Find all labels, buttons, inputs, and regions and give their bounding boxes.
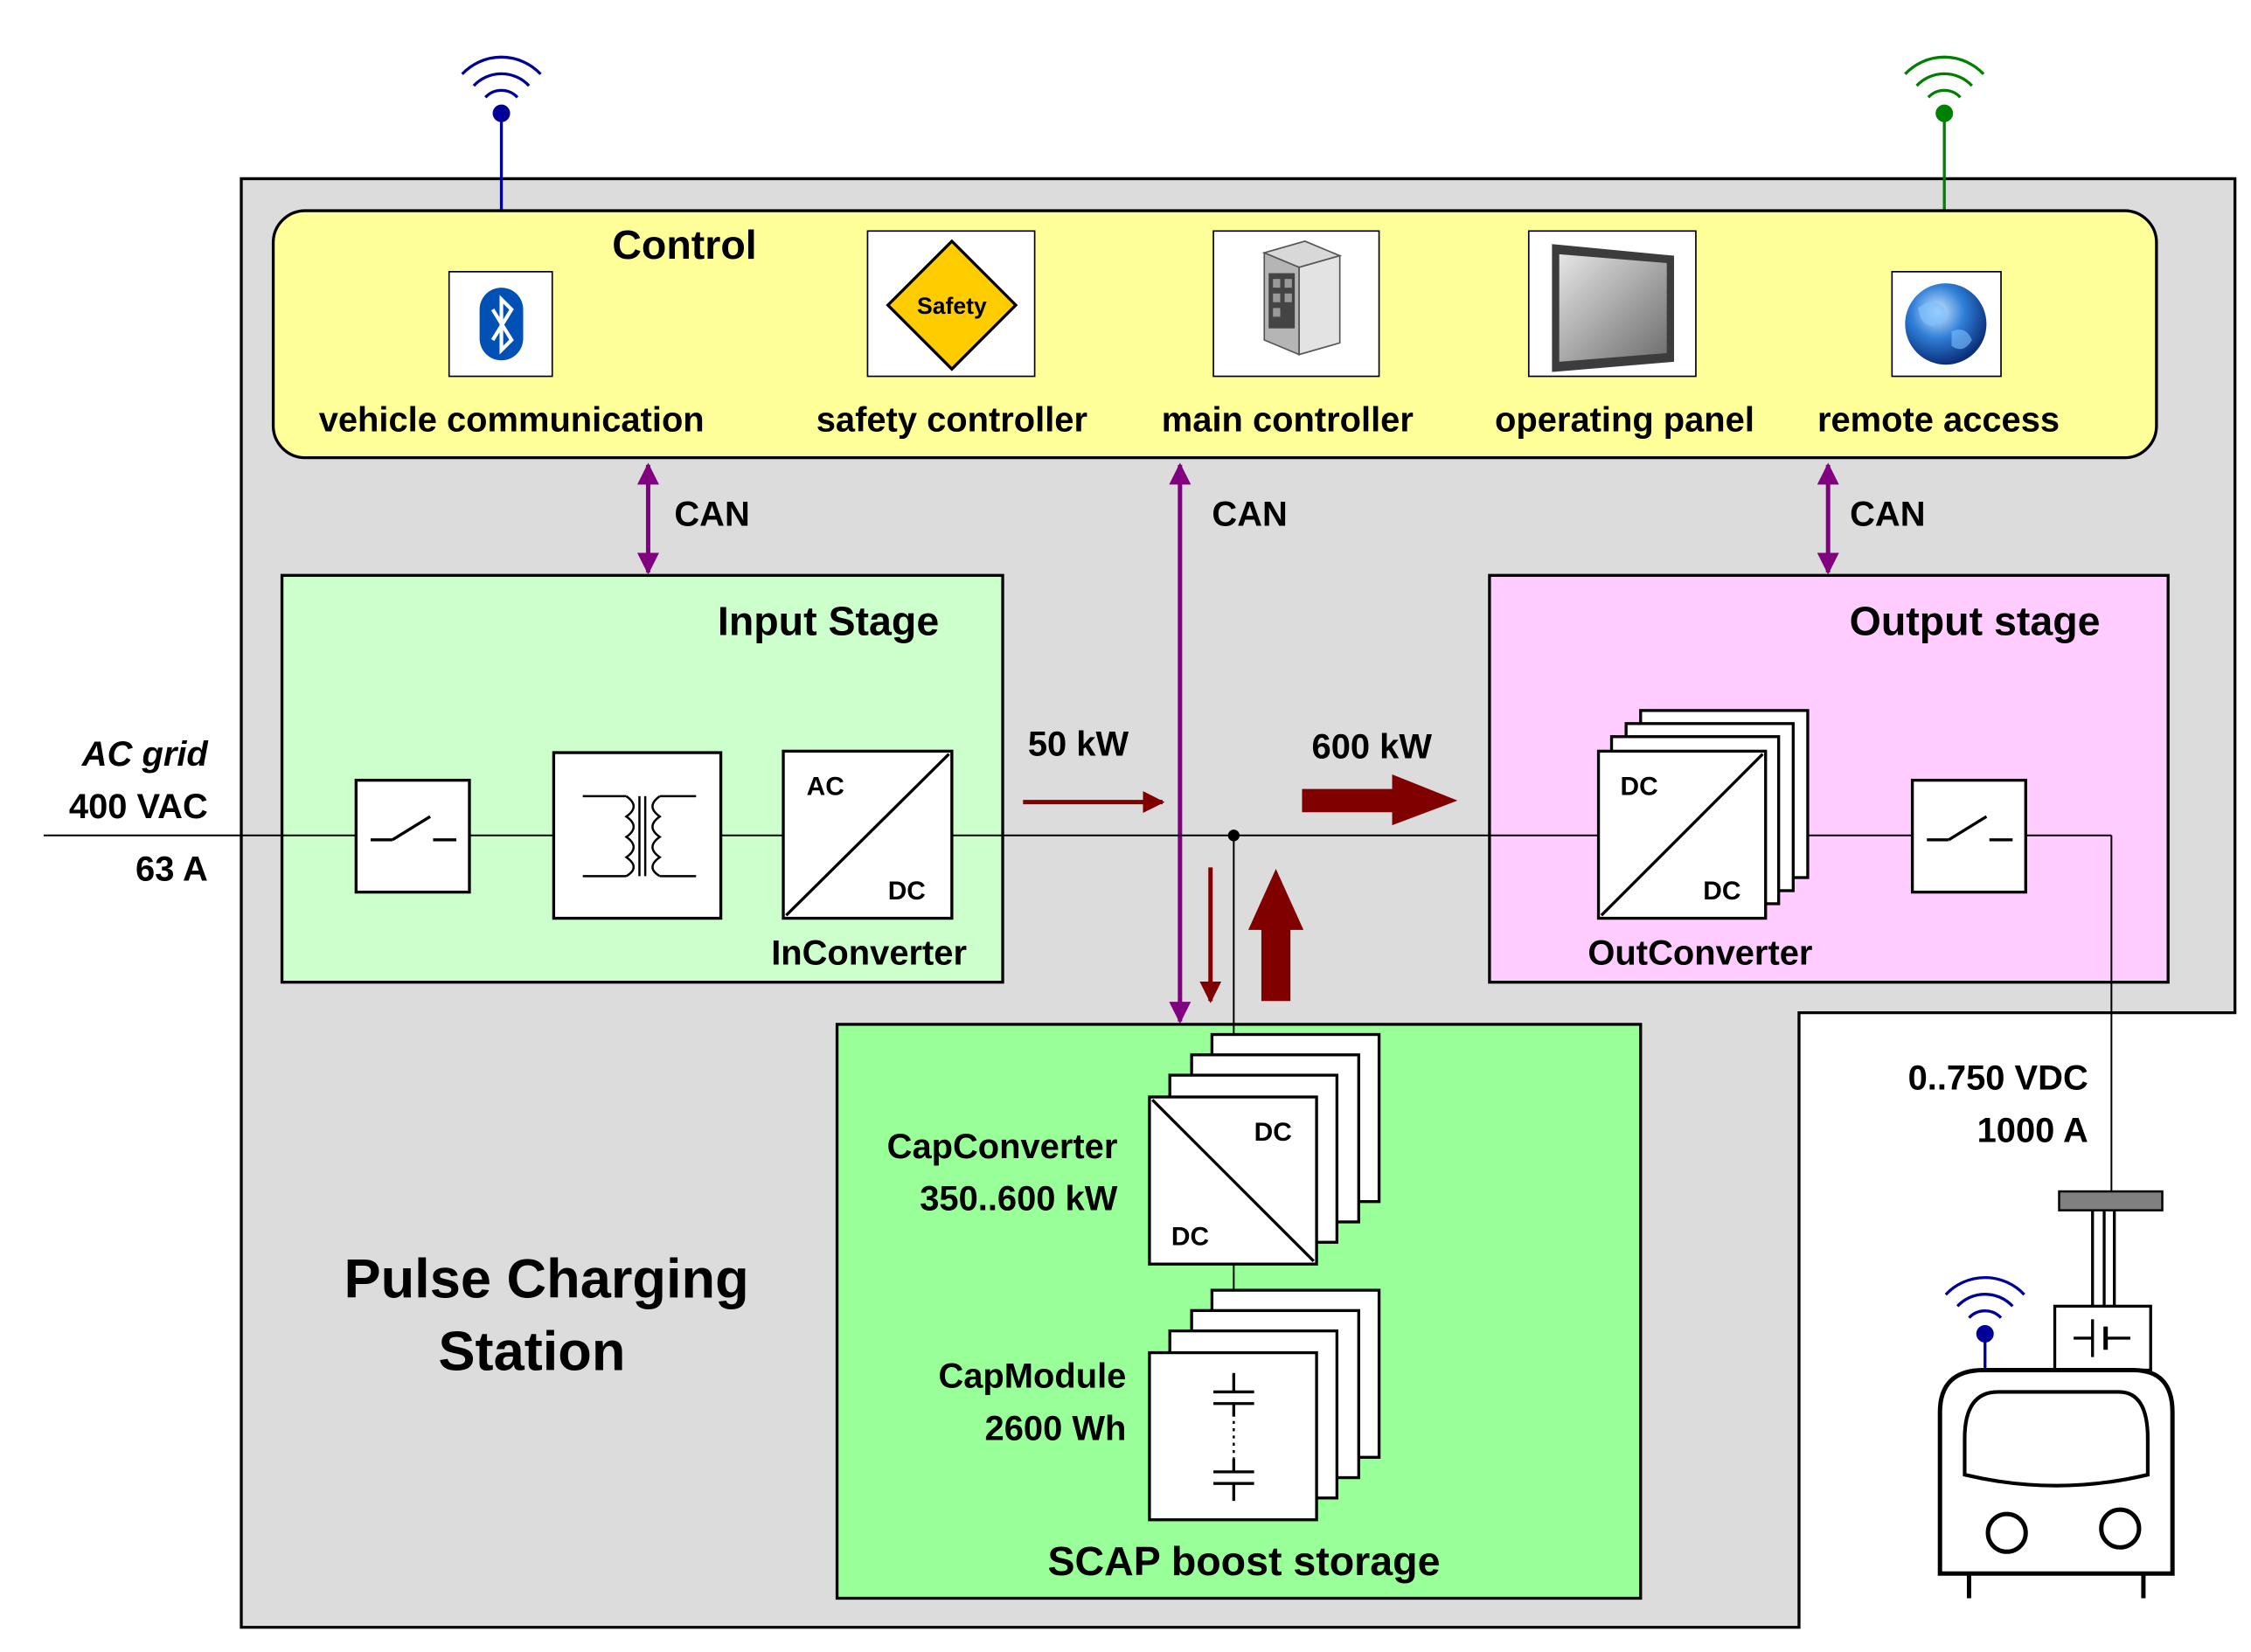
control-title: Control	[612, 222, 756, 267]
output-stage-title: Output stage	[1850, 598, 2101, 643]
station-title-line2: Station	[438, 1322, 625, 1383]
control-item-operating-panel: operating panel	[1495, 401, 1754, 440]
station-area	[240, 177, 2237, 1629]
cap-converter-dc-top-label: DC	[1254, 1118, 1292, 1147]
output-power-label: 600 kW	[1312, 728, 1433, 767]
out-converter-dc-in-label: DC	[1621, 772, 1658, 801]
cap-converter-label: CapConverter	[887, 1128, 1118, 1166]
can-label-middle: CAN	[1212, 496, 1287, 534]
capacitor-symbol-icon	[1213, 1372, 1254, 1502]
charging-contact-rail	[2058, 1190, 2164, 1211]
can-label-left: CAN	[674, 496, 749, 534]
transformer-icon	[552, 751, 723, 920]
grid-label: AC grid	[81, 735, 210, 774]
out-converter-label: OutConverter	[1588, 934, 1812, 973]
grid-power-label: 50 kW	[1028, 725, 1129, 763]
junction-dot	[1227, 829, 1240, 842]
in-converter-ac-label: AC	[807, 772, 844, 801]
remote-access-antenna	[1904, 55, 1985, 274]
out-converter-stack	[1596, 709, 1810, 920]
control-item-main-controller: main controller	[1162, 401, 1414, 440]
out-converter-dc-out-label: DC	[1703, 877, 1740, 906]
grid-current-label: 63 A	[135, 850, 208, 888]
input-switch	[354, 778, 471, 894]
can-label-right: CAN	[1850, 496, 1925, 534]
cap-converter-stack	[1148, 1032, 1381, 1266]
output-switch	[1910, 778, 2027, 894]
cap-converter-power-label: 350..600 kW	[920, 1180, 1117, 1218]
vehicle-antenna	[1944, 1275, 2025, 1371]
cap-converter-dc-bottom-label: DC	[1171, 1223, 1209, 1252]
control-item-remote-access: remote access	[1817, 401, 2060, 440]
output-voltage-label: 0..750 VDC	[1908, 1059, 2088, 1098]
electric-bus-icon	[1937, 1368, 2175, 1599]
station-title-line1: Pulse Charging	[344, 1248, 748, 1309]
in-converter-dc-label: DC	[888, 877, 926, 906]
bluetooth-icon	[448, 271, 553, 378]
safety-sign-icon: Safety	[866, 230, 1036, 378]
pantograph	[2091, 1210, 2116, 1308]
globe-icon	[1891, 271, 2002, 378]
vehicle-battery-icon	[2053, 1304, 2152, 1372]
panel-screen-icon	[1527, 230, 1697, 378]
controller-unit-icon	[1212, 230, 1380, 378]
control-item-vehicle-communication: vehicle communication	[319, 401, 705, 440]
in-converter-label: InConverter	[771, 934, 967, 973]
grid-voltage-label: 400 VAC	[69, 788, 208, 826]
cap-module-energy-label: 2600 Wh	[985, 1409, 1127, 1447]
storage-title: SCAP boost storage	[1047, 1538, 1440, 1584]
control-item-safety-controller: safety controller	[816, 401, 1087, 440]
safety-sign-text: Safety	[917, 293, 987, 319]
cap-module-label: CapModule	[938, 1357, 1126, 1395]
in-converter	[782, 749, 954, 920]
output-power-arrow	[1302, 774, 1458, 826]
input-stage-title: Input Stage	[718, 598, 939, 643]
output-current-label: 1000 A	[1977, 1112, 2088, 1150]
discharge-up-arrow	[1247, 869, 1304, 1002]
